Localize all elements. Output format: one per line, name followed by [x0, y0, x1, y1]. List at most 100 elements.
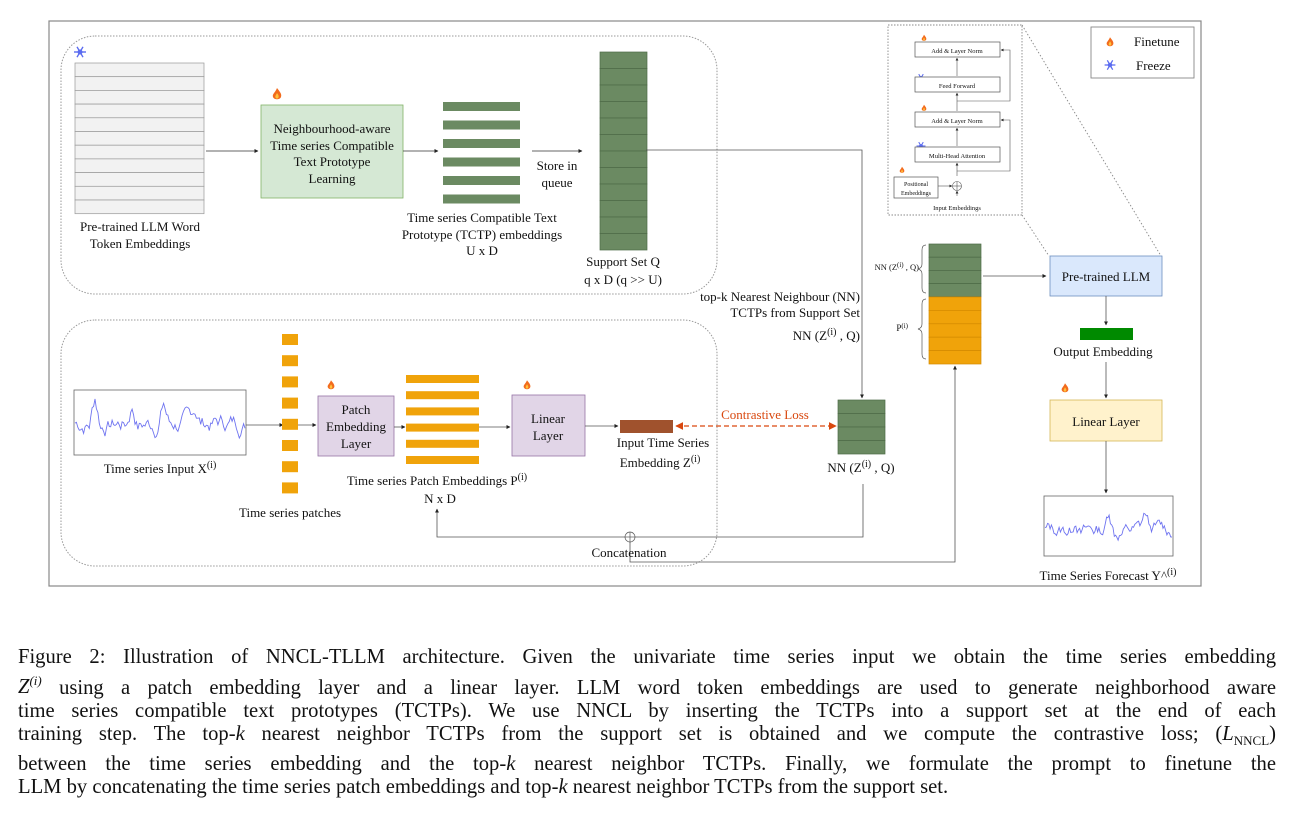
architecture-diagram: Pre-trained LLM Word Token Embeddings Ne… — [48, 20, 1202, 587]
feed-forward: Feed Forward — [939, 83, 976, 90]
forecast-series — [1044, 512, 1173, 542]
support-set-row — [599, 134, 648, 152]
tctp-embeddings — [443, 102, 520, 204]
bottom-panel — [60, 319, 718, 567]
support-set-row — [599, 51, 648, 69]
prompt-patch-row — [928, 310, 982, 325]
tctp-bar — [443, 102, 520, 111]
tctp-label-3: U x D — [466, 243, 498, 258]
finetune-icon — [523, 380, 531, 390]
pretrained-llm-block — [1049, 255, 1163, 297]
add-norm-bottom: Add & Layer Norm — [931, 118, 982, 125]
linear-layer — [511, 394, 586, 457]
patch-embedding-bar — [406, 439, 479, 448]
nn-block-label: NN (Z(i) , Q) — [827, 459, 894, 475]
word-embedding-row — [74, 172, 205, 187]
output-embedding-bar — [1080, 328, 1133, 340]
topk-nn-label: NN (Z(i) , Q) — [793, 327, 860, 343]
patch — [282, 334, 298, 345]
prompt-nn-row — [928, 283, 982, 298]
patch-layer-line-2: Embedding — [326, 419, 386, 434]
support-set-row — [599, 101, 648, 119]
store-label-1: Store in — [537, 158, 578, 173]
support-set-row — [599, 68, 648, 86]
word-embedding-row — [74, 90, 205, 105]
support-set-row — [599, 233, 648, 251]
prototype-block-line-4: Learning — [309, 171, 356, 186]
time-series-patches — [282, 334, 298, 494]
forecast-label: Time Series Forecast Y^(i) — [1040, 567, 1177, 583]
prompt-patch-row — [928, 336, 982, 351]
freeze-icon — [73, 46, 87, 58]
output-embedding-label: Output Embedding — [1053, 344, 1153, 359]
word-embedding-row — [74, 117, 205, 132]
prompt-patch-row — [928, 350, 982, 365]
transformer-block: Add & Layer Norm Feed Forward Add & Laye… — [893, 34, 1011, 212]
word-embedding-row — [74, 144, 205, 160]
patch-embeddings-label: Time series Patch Embeddings P(i) — [347, 472, 527, 488]
finetune-icon — [1061, 383, 1069, 393]
topk-label-1: top-k Nearest Neighbour (NN) — [700, 289, 860, 304]
patch-embedding-bar — [406, 407, 479, 416]
pretrained-llm-label: Pre-trained LLM — [1062, 269, 1151, 284]
input-series — [74, 398, 246, 440]
prompt-patch-row — [928, 323, 982, 338]
patch — [282, 376, 298, 388]
figure-frame — [48, 20, 1202, 587]
support-set-label-1: Support Set Q — [586, 254, 660, 269]
nn-block — [837, 399, 886, 455]
prompt-nn-row — [928, 270, 982, 284]
figure-caption: Figure 2: Illustration of NNCL-TLLM arch… — [18, 646, 1276, 800]
tctp-bar — [443, 194, 520, 204]
caption-line-1: Figure 2: Illustration of NNCL-TLLM arch… — [18, 646, 1276, 668]
word-embedding-row — [74, 185, 205, 201]
patch — [282, 440, 298, 451]
caption-line-5: between the time series embedding and th… — [18, 752, 1276, 775]
patch-embeddings-dims: N x D — [424, 491, 456, 506]
support-set-row — [599, 183, 648, 201]
patches-label: Time series patches — [239, 505, 341, 520]
prototype-block-line-1: Neighbourhood-aware — [274, 121, 391, 136]
patch — [282, 461, 298, 473]
prototype-block-line-3: Text Prototype — [294, 154, 371, 169]
word-embeddings-label-1: Pre-trained LLM Word — [80, 219, 201, 234]
prompt-nn-row — [928, 256, 982, 271]
prompt-stack — [928, 243, 982, 365]
patch-embeddings — [406, 375, 479, 464]
linear-layer-line-2: Layer — [533, 428, 564, 443]
patch-embedding-bar — [406, 456, 479, 464]
linear-layer-line-1: Linear — [531, 411, 566, 426]
positional-line-1: Positional — [904, 182, 928, 188]
prototype-block-line-2: Time series Compatible — [270, 138, 394, 153]
prompt-p-brace-label: P(i) — [896, 322, 908, 333]
linear-layer-output — [1049, 399, 1163, 442]
patch-embedding-bar — [406, 423, 479, 432]
patch-layer-line-1: Patch — [342, 402, 371, 417]
tctp-label-1: Time series Compatible Text — [407, 210, 557, 225]
word-embedding-row — [74, 131, 205, 146]
prototype-learning-block — [260, 104, 404, 199]
input-embeddings-label: Input Embeddings — [933, 205, 981, 212]
word-embedding-row — [74, 158, 205, 173]
caption-line-2: Z(i) using a patch embedding layer and a… — [18, 673, 1276, 699]
support-set-q — [599, 51, 648, 251]
word-embedding-row — [74, 62, 205, 78]
nn-row — [837, 440, 886, 455]
positional-line-2: Embeddings — [901, 191, 932, 197]
patch — [282, 482, 298, 494]
nn-row — [837, 413, 886, 428]
linear-layer-output-label: Linear Layer — [1072, 414, 1140, 429]
prompt-nn-row — [928, 243, 982, 258]
support-set-row — [599, 167, 648, 185]
patch — [282, 418, 298, 430]
support-set-row — [599, 216, 648, 234]
support-set-label-2: q x D (q >> U) — [584, 272, 662, 287]
word-embeddings-label-2: Token Embeddings — [90, 236, 191, 251]
patch-embedding-bar — [406, 391, 479, 400]
nn-row — [837, 399, 886, 414]
finetune-icon — [327, 380, 335, 390]
support-set-row — [599, 200, 648, 218]
tctp-label-2: Prototype (TCTP) embeddings — [402, 227, 562, 242]
input-series-label: Time series Input X(i) — [104, 460, 217, 476]
patch-embedding-layer — [317, 395, 395, 457]
